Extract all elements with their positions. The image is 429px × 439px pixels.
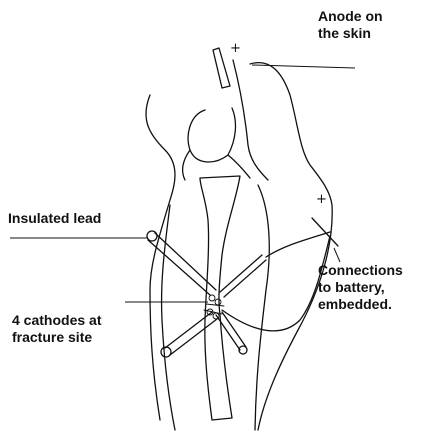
lead-end-lower-left <box>161 347 171 357</box>
anode-label: Anode on the skin <box>318 8 383 42</box>
connections-label: Connections to battery, embedded. <box>318 262 403 313</box>
cathodes-label-line-1: 4 cathodes at <box>12 312 101 329</box>
anode-label-line-1: Anode on <box>318 8 383 25</box>
skin-outline-right <box>233 60 268 180</box>
anode-electrode <box>213 48 230 88</box>
connections-label-line-2: to battery, <box>318 279 403 296</box>
connections-label-line-1: Connections <box>318 262 403 279</box>
anode-lead-line <box>252 65 355 68</box>
insulated-lead-label: Insulated lead <box>8 210 101 227</box>
calf-outline <box>255 185 269 430</box>
connection-wire-upper <box>266 232 330 257</box>
lead-end-upper-left <box>147 231 157 241</box>
tibia-bone <box>200 176 240 420</box>
connection-wire-lower <box>222 236 330 331</box>
cathodes-label-line-2: fracture site <box>12 329 101 346</box>
lead-upper-right <box>220 255 266 297</box>
connection-plug <box>312 218 338 246</box>
connection-plus-sign: + <box>316 192 327 207</box>
cathode-lead-lower-left <box>165 312 217 355</box>
anode-label-line-2: the skin <box>318 25 383 42</box>
connections-label-line-3: embedded. <box>318 296 403 313</box>
insulated-lead-label-text: Insulated lead <box>8 210 101 226</box>
connections-leader <box>334 248 340 262</box>
limb-outline-left-inner <box>162 205 175 430</box>
skin-outline-far-right <box>250 63 332 430</box>
limb-outline-left <box>146 95 175 420</box>
cathodes-label: 4 cathodes at fracture site <box>12 312 101 346</box>
upper-bone <box>188 108 235 162</box>
anode-plus-sign: + <box>230 41 241 56</box>
